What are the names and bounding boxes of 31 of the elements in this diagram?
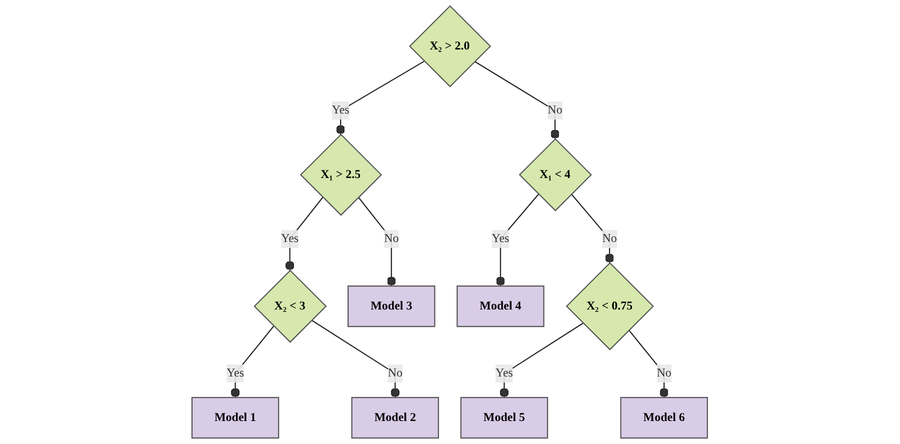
edge-label: No [657, 366, 672, 380]
edge-label: No [602, 232, 618, 246]
connector [571, 194, 614, 264]
edge-label: Yes [332, 104, 350, 117]
connector [336, 60, 425, 134]
node-box: Model 6 [620, 396, 708, 439]
connector [496, 194, 540, 286]
edge-label: Yes [281, 232, 299, 246]
node-box: Model 3 [348, 285, 436, 328]
node-box: Model 5 [460, 396, 548, 439]
connector [231, 326, 275, 398]
node-diamond: X₂ > 2.0 [409, 5, 492, 88]
edge-label: No [384, 232, 400, 246]
connector [628, 330, 669, 398]
node-diamond: X₁ > 2.5 [300, 134, 382, 216]
edge-label: No [548, 104, 563, 117]
connector [358, 196, 396, 286]
edge-label: Yes [492, 232, 510, 246]
connector [312, 320, 400, 398]
node-box: Model 2 [352, 396, 440, 439]
connector [474, 61, 560, 139]
connector [500, 322, 584, 398]
edge-label: Yes [226, 366, 244, 380]
node-box: Model 1 [192, 396, 280, 439]
node-box: Model 4 [456, 285, 545, 328]
node-diamond: X₂ < 3 [254, 270, 328, 343]
edge-label: Yes [496, 366, 514, 380]
node-diamond: X₂ < 0.75 [566, 262, 654, 350]
node-diamond: X₁ < 4 [519, 138, 592, 212]
connector [286, 196, 324, 270]
edge-label: No [388, 366, 403, 380]
